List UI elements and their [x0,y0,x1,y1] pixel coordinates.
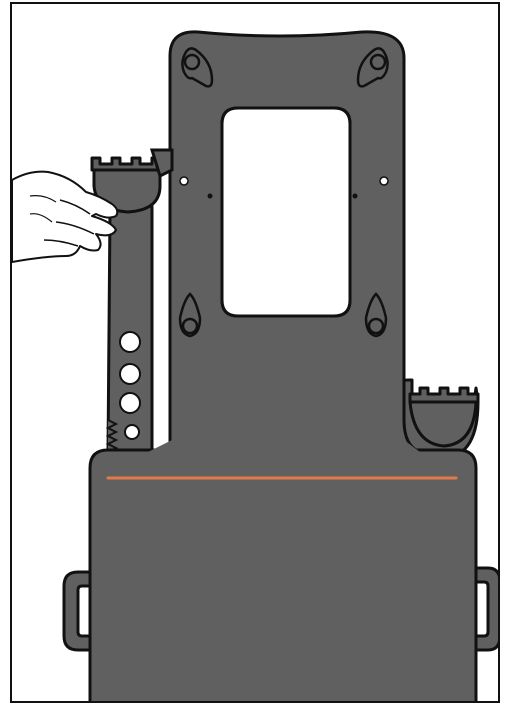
top-plate [168,30,422,454]
right-cradle [394,378,480,460]
knob-icon-top-left [181,47,214,88]
knob-icon-bottom-right [364,292,388,338]
knob-icon-bottom-left [178,292,202,338]
hand-icon [12,170,119,263]
left-cradle [90,148,174,214]
right-handle [472,566,498,652]
slide-arm [105,194,154,454]
knob-icon-top-right [356,47,389,88]
base-unit [88,440,478,701]
